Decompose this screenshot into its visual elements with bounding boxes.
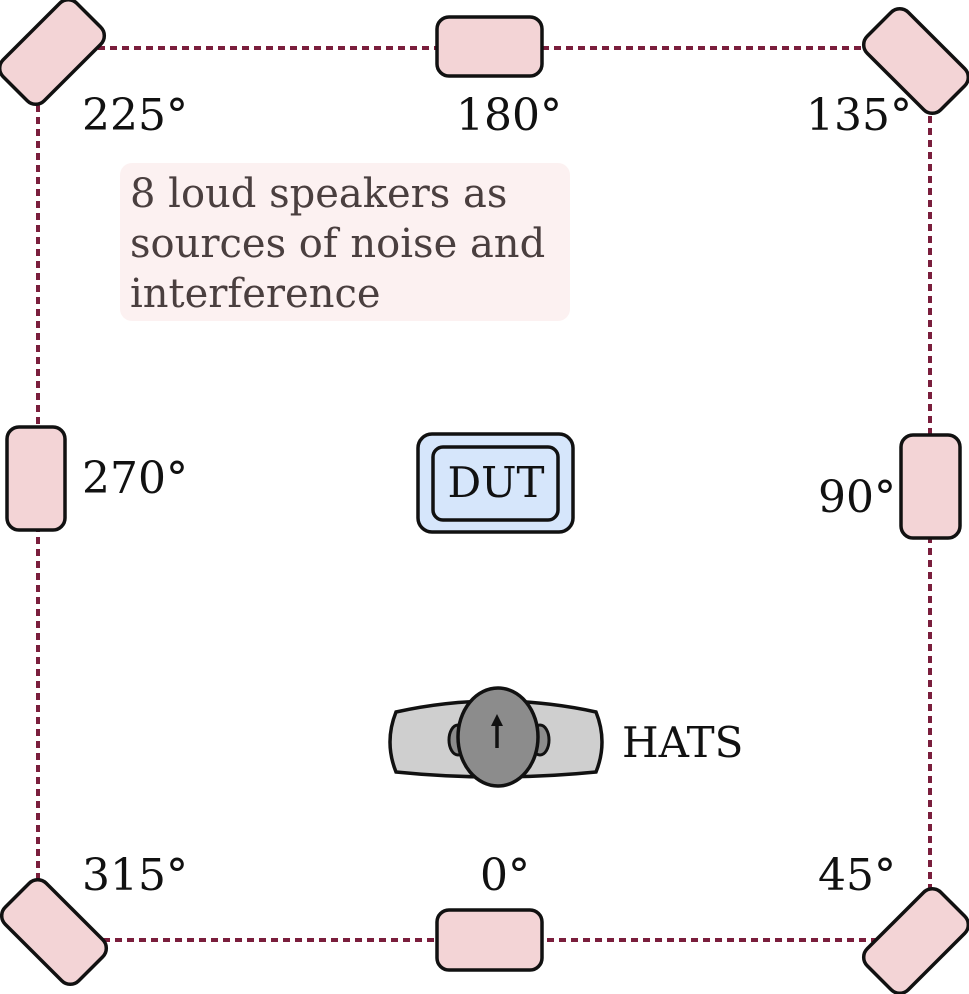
angle-0-label: 0° bbox=[480, 850, 530, 901]
dut-label: DUT bbox=[447, 458, 544, 507]
speaker-0 bbox=[435, 908, 544, 972]
note-box bbox=[120, 163, 570, 321]
angle-135-label: 135° bbox=[806, 90, 912, 141]
angle-225-label: 225° bbox=[82, 90, 188, 141]
note-line-1: 8 loud speakers as bbox=[130, 171, 507, 217]
note-line-2: sources of noise and bbox=[130, 221, 545, 267]
speaker-315 bbox=[0, 877, 109, 987]
speaker-225 bbox=[0, 0, 107, 107]
hats-label: HATS bbox=[622, 718, 743, 767]
speaker-45 bbox=[861, 886, 969, 994]
angle-180-label: 180° bbox=[456, 90, 562, 141]
note-line-3: interference bbox=[130, 271, 381, 317]
angle-315-label: 315° bbox=[82, 850, 188, 901]
angle-45-label: 45° bbox=[818, 850, 896, 901]
angle-270-label: 270° bbox=[82, 453, 188, 504]
speaker-270 bbox=[5, 425, 67, 532]
hats-mannequin: HATS bbox=[388, 686, 743, 788]
speaker-135 bbox=[861, 6, 969, 116]
dut-device: DUT bbox=[416, 432, 575, 534]
speaker-180 bbox=[435, 15, 544, 78]
angle-90-label: 90° bbox=[818, 472, 896, 523]
speaker-90 bbox=[899, 433, 962, 540]
